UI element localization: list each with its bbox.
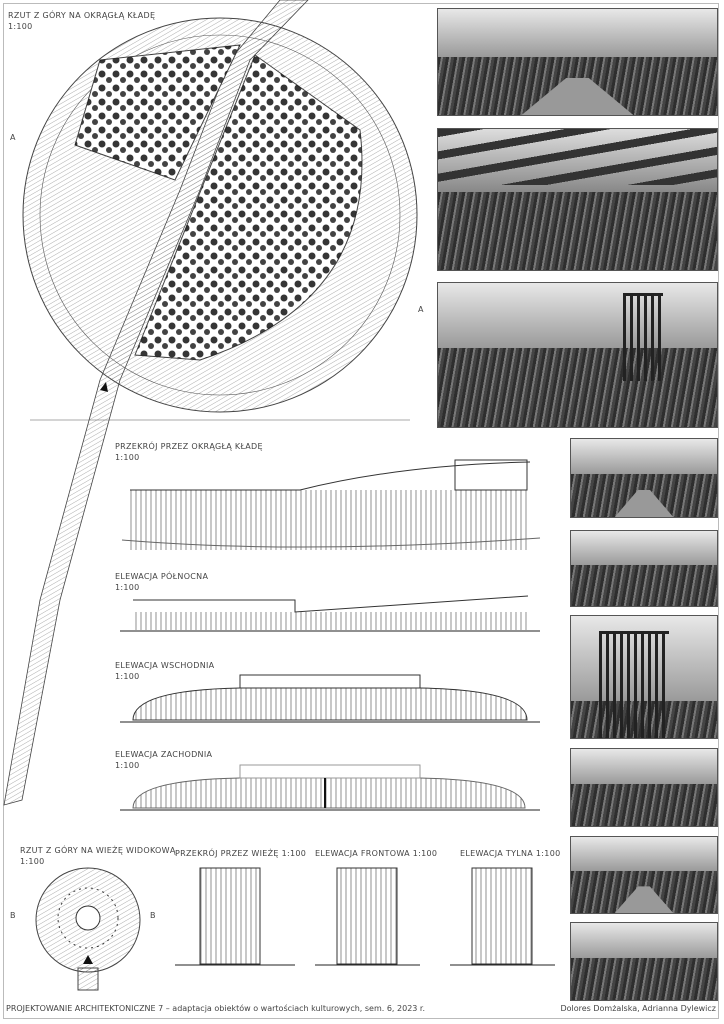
round-platform-plan: A A <box>10 17 424 421</box>
tower-plan-title: RZUT Z GÓRY NA WIEŻĘ WIDOKOWĄ <box>20 844 176 855</box>
north-arrow-icon <box>100 382 108 392</box>
tower-section-title: PRZEKRÓJ PRZEZ WIEŻĘ 1:100 <box>175 847 306 858</box>
elevation-north-drawing <box>120 595 540 632</box>
elevation-west-scale: 1:100 <box>115 761 140 770</box>
tower-section-drawing <box>175 867 295 966</box>
tower-front-drawing <box>315 867 420 966</box>
plan-title: RZUT Z GÓRY NA OKRĄGŁĄ KŁADĘ <box>8 9 155 20</box>
elevation-east-scale: 1:100 <box>115 672 140 681</box>
render-photo-9 <box>570 922 718 1001</box>
section-marker-b-left: B <box>10 911 16 920</box>
render-photo-2 <box>437 128 718 271</box>
plan-scale: 1:100 <box>8 22 33 31</box>
section-scale: 1:100 <box>115 453 140 462</box>
elevation-west-drawing <box>120 764 540 811</box>
section-drawing-round-platform <box>121 459 541 550</box>
section-marker-a-left: A <box>10 133 16 142</box>
render-photo-3 <box>437 282 718 428</box>
section-marker-a-right: A <box>418 305 424 314</box>
render-photo-5 <box>570 530 718 607</box>
tower-front-title: ELEWACJA FRONTOWA 1:100 <box>315 849 437 858</box>
render-photo-8 <box>570 836 718 914</box>
section-title: PRZEKRÓJ PRZEZ OKRĄGŁĄ KŁADĘ <box>115 440 263 451</box>
elevation-east-title: ELEWACJA WSCHODNIA <box>115 661 215 670</box>
tower-plan-drawing: B B <box>10 867 156 991</box>
elevation-north-title: ELEWACJA PÓŁNOCNA <box>115 570 208 581</box>
tower-rear-drawing <box>450 867 555 966</box>
elevation-west-title: ELEWACJA ZACHODNIA <box>115 750 213 759</box>
footer-authors: Dolores Domżalska, Adrianna Dylewicz <box>560 1004 716 1013</box>
render-photo-7 <box>570 748 718 827</box>
elevation-north-scale: 1:100 <box>115 583 140 592</box>
footer-course: PROJEKTOWANIE ARCHITEKTONICZNE 7 – adapt… <box>6 1004 426 1013</box>
render-photo-1 <box>437 8 718 116</box>
render-photo-6 <box>570 615 718 739</box>
elevation-east-drawing <box>120 674 540 723</box>
north-arrow-icon <box>83 955 93 964</box>
tower-rear-title: ELEWACJA TYLNA 1:100 <box>460 849 560 858</box>
tower-plan-scale: 1:100 <box>20 857 45 866</box>
section-marker-b-right: B <box>150 911 156 920</box>
poster-frame <box>3 3 719 1019</box>
render-photo-4 <box>570 438 718 518</box>
